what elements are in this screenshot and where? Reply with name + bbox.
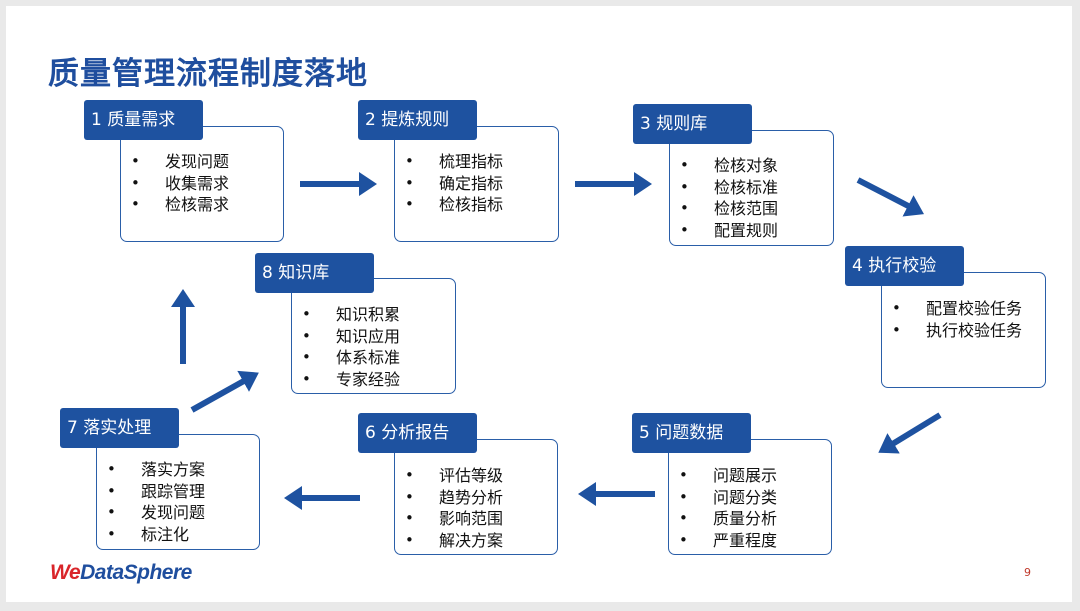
list-item: 知识积累 [302,304,400,326]
list-item: 问题分类 [679,487,777,509]
list-item: 发现问题 [107,502,205,524]
list-item: 评估等级 [405,465,503,487]
list-item: 体系标准 [302,347,400,369]
list-item: 严重程度 [679,530,777,552]
list-item: 落实方案 [107,459,205,481]
step-3-items: 检核对象 检核标准 检核范围 配置规则 [680,155,778,241]
wedatasphere-logo: WeDataSphere [50,561,192,584]
step-1-label: 1 质量需求 [84,100,203,140]
step-2-items: 梳理指标 确定指标 检核指标 [405,151,503,216]
list-item: 知识应用 [302,326,400,348]
list-item: 检核指标 [405,194,503,216]
list-item: 检核范围 [680,198,778,220]
list-item: 质量分析 [679,508,777,530]
page-title: 质量管理流程制度落地 [48,56,368,92]
step-5-label: 5 问题数据 [632,413,751,453]
step-2-label: 2 提炼规则 [358,100,477,140]
list-item: 配置校验任务 [892,298,1022,320]
step-6-label: 6 分析报告 [358,413,477,453]
list-item: 检核对象 [680,155,778,177]
list-item: 检核标准 [680,177,778,199]
list-item: 跟踪管理 [107,481,205,503]
list-item: 趋势分析 [405,487,503,509]
arrow-7-to-8 [190,370,259,413]
step-4-items: 配置校验任务 执行校验任务 [892,298,1022,341]
list-item: 发现问题 [131,151,229,173]
arrow-4-to-5 [878,412,942,454]
list-item: 收集需求 [131,173,229,195]
list-item: 检核需求 [131,194,229,216]
list-item: 标注化 [107,524,205,546]
step-4-label: 4 执行校验 [845,246,964,286]
step-6-items: 评估等级 趋势分析 影响范围 解决方案 [405,465,503,551]
list-item: 执行校验任务 [892,320,1022,342]
step-5-items: 问题展示 问题分类 质量分析 严重程度 [679,465,777,551]
list-item: 解决方案 [405,530,503,552]
step-8-label: 8 知识库 [255,253,374,293]
step-1-items: 发现问题 收集需求 检核需求 [131,151,229,216]
step-7-items: 落实方案 跟踪管理 发现问题 标注化 [107,459,205,545]
step-8-items: 知识积累 知识应用 体系标准 专家经验 [302,304,400,390]
list-item: 专家经验 [302,369,400,391]
step-3-label: 3 规则库 [633,104,752,144]
list-item: 梳理指标 [405,151,503,173]
arrow-3-to-4 [856,177,924,217]
list-item: 配置规则 [680,220,778,242]
list-item: 问题展示 [679,465,777,487]
page-number: 9 [1024,566,1031,579]
list-item: 影响范围 [405,508,503,530]
step-7-label: 7 落实处理 [60,408,179,448]
list-item: 确定指标 [405,173,503,195]
